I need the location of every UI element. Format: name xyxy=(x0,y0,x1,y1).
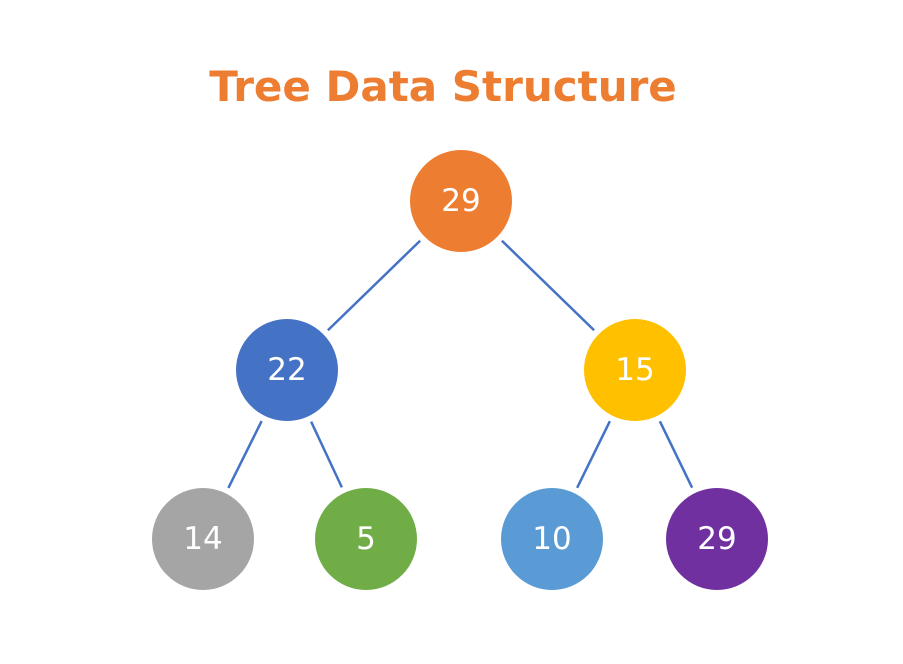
tree-edges xyxy=(227,239,694,489)
node-value-right-right: 29 xyxy=(697,521,736,557)
tree-node-right-right: 29 xyxy=(666,488,768,590)
tree-node-root: 29 xyxy=(410,150,512,252)
edge-left-to-left-right xyxy=(310,421,343,488)
node-circle-right-left xyxy=(501,488,603,590)
tree-node-right-left: 10 xyxy=(501,488,603,590)
edge-left-to-left-left xyxy=(227,420,263,489)
tree-node-left-left: 14 xyxy=(152,488,254,590)
node-value-root: 29 xyxy=(441,183,480,219)
node-circle-right xyxy=(584,319,686,421)
tree-node-left-right: 5 xyxy=(315,488,417,590)
node-circle-left xyxy=(236,319,338,421)
node-value-right: 15 xyxy=(615,352,654,388)
tree-node-right: 15 xyxy=(584,319,686,421)
node-value-left-left: 14 xyxy=(183,521,222,557)
edge-root-to-left xyxy=(327,239,421,332)
node-circle-left-right xyxy=(315,488,417,590)
node-circle-left-left xyxy=(152,488,254,590)
node-value-left: 22 xyxy=(267,352,306,388)
node-circle-root xyxy=(410,150,512,252)
node-value-right-left: 10 xyxy=(532,521,571,557)
tree-node-left: 22 xyxy=(236,319,338,421)
diagram-title: Tree Data Structure xyxy=(209,62,677,111)
tree-nodes: 29 22 15 14 5 10 29 xyxy=(152,150,768,590)
node-value-left-right: 5 xyxy=(356,521,376,557)
node-circle-right-right xyxy=(666,488,768,590)
edge-right-to-right-left xyxy=(576,420,611,489)
edge-root-to-right xyxy=(501,239,595,332)
edge-right-to-right-right xyxy=(658,420,694,489)
